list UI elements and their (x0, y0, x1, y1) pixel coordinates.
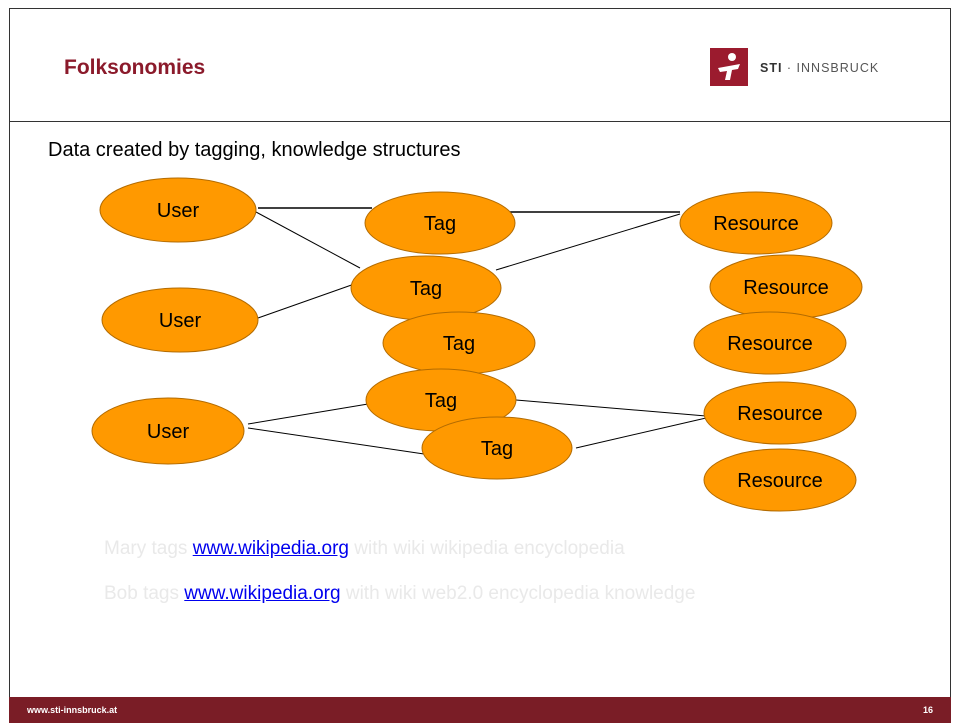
edge-user1-tag2 (255, 211, 361, 269)
node-user2: User (101, 287, 259, 353)
node-label: Resource (737, 403, 823, 425)
node-tag3: Tag (382, 311, 536, 375)
node-label: User (157, 200, 200, 222)
node-res3: Resource (693, 311, 847, 375)
node-label: Resource (713, 213, 799, 235)
node-label: Tag (424, 213, 456, 235)
node-label: User (159, 310, 202, 332)
logo-icon (710, 48, 748, 86)
node-res4: Resource (703, 381, 857, 445)
edge-user3-tag4 (247, 403, 369, 425)
node-user1: User (99, 177, 257, 243)
node-label: Tag (481, 438, 513, 460)
slide-subtitle: Data created by tagging, knowledge struc… (48, 139, 461, 161)
node-tag2: Tag (350, 255, 502, 321)
wikipedia-link-1[interactable]: www.wikipedia.org (192, 538, 349, 559)
edge-user3-tag5 (247, 427, 425, 455)
node-label: Resource (737, 470, 823, 492)
node-tag5: Tag (421, 416, 573, 480)
caption-bob: Bob tags www.wikipedia.org with wiki web… (104, 583, 696, 604)
slide-title: Folksonomies (64, 56, 206, 79)
node-res5: Resource (703, 448, 857, 512)
node-label: Tag (425, 390, 457, 412)
edge-tag5-res4 (575, 417, 707, 449)
node-label: User (147, 421, 190, 443)
footer-bar: www.sti-innsbruck.at 16 (9, 697, 951, 723)
wikipedia-link-2[interactable]: www.wikipedia.org (184, 583, 341, 604)
node-label: Resource (743, 277, 829, 299)
node-tag1: Tag (364, 191, 516, 255)
caption-mary: Mary tags www.wikipedia.org with wiki wi… (104, 538, 625, 559)
node-user3: User (91, 397, 245, 465)
sti-logo: STI · INNSBRUCK (710, 48, 910, 88)
node-label: Tag (443, 333, 475, 355)
logo-text: STI · INNSBRUCK (760, 61, 880, 75)
node-label: Resource (727, 333, 813, 355)
diagram-edges (247, 207, 707, 455)
node-label: Tag (410, 278, 442, 300)
node-res1: Resource (679, 191, 833, 255)
node-res2: Resource (709, 254, 863, 320)
header-divider (9, 121, 951, 122)
diagram-nodes: UserUserUserTagTagTagTagTagResourceResou… (91, 177, 863, 512)
edge-tag2-res1 (495, 213, 681, 271)
footer-url: www.sti-innsbruck.at (27, 705, 118, 715)
page-number: 16 (922, 705, 933, 715)
edge-user2-tag2 (257, 281, 361, 319)
edge-tag4-res4 (515, 399, 707, 417)
